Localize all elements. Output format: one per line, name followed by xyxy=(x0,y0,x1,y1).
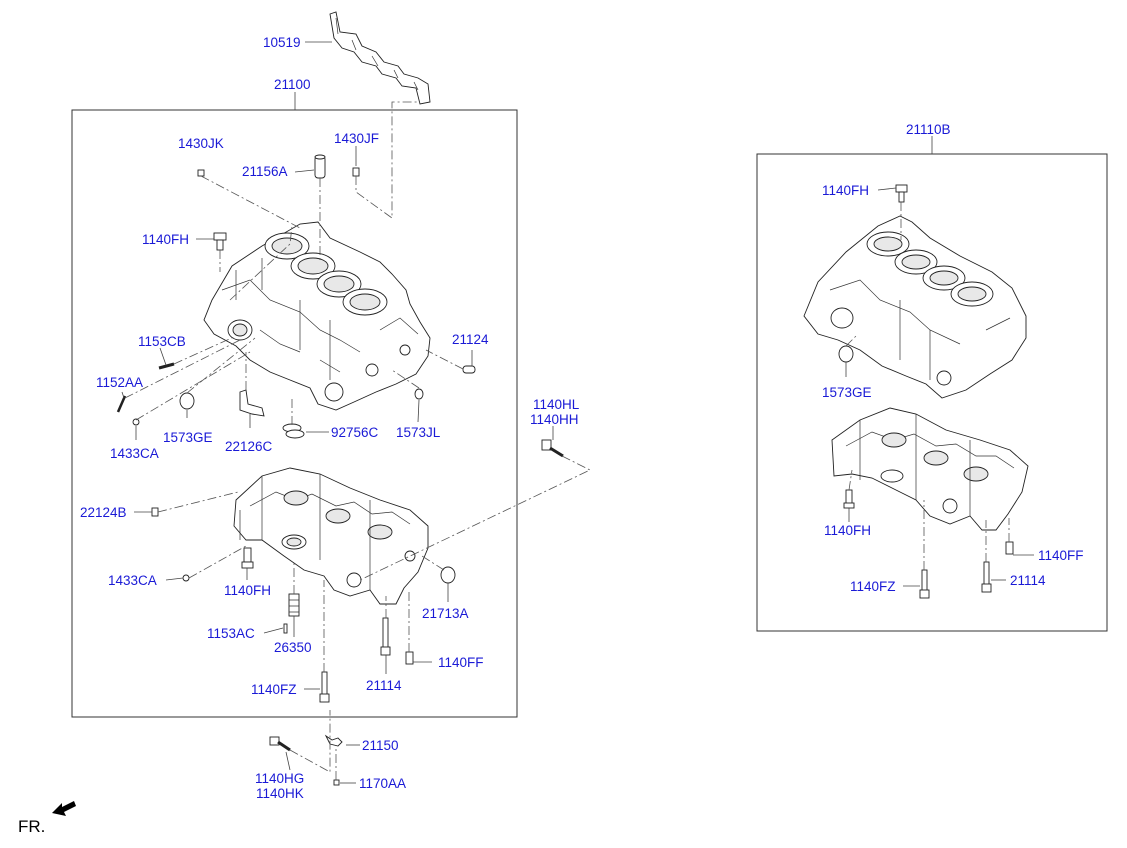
label-1140fh-sub-upper[interactable]: 1140FH xyxy=(822,183,869,198)
upper-cylinder-block-part xyxy=(203,221,431,411)
label-21100[interactable]: 21100 xyxy=(274,77,311,92)
leader-lines xyxy=(121,146,1034,784)
plug-1430jf-part xyxy=(352,167,360,177)
sub-upper-block-part xyxy=(803,215,1027,399)
sub-bolt-21114-part xyxy=(981,561,992,593)
ball-1433ca-lower-part xyxy=(182,574,190,582)
label-21110b[interactable]: 21110B xyxy=(906,122,951,137)
label-22126c[interactable]: 22126C xyxy=(225,439,273,454)
label-1170aa[interactable]: 1170AA xyxy=(359,776,406,791)
tube-22126c-part xyxy=(239,389,265,417)
bolt-1140hl-part xyxy=(541,439,564,458)
label-1140hl[interactable]: 1140HL xyxy=(533,397,580,412)
part-labels: 10519 21100 1430JK 1430JF 21156A 1140FH … xyxy=(18,35,1084,836)
label-26350[interactable]: 26350 xyxy=(274,640,312,655)
label-21114-main[interactable]: 21114 xyxy=(366,678,402,693)
label-1140ff-sub[interactable]: 1140FF xyxy=(1038,548,1084,563)
label-1140fh-sub-lower[interactable]: 1140FH xyxy=(824,523,871,538)
label-1573ge-sub[interactable]: 1573GE xyxy=(822,385,872,400)
label-21114-sub[interactable]: 21114 xyxy=(1010,573,1046,588)
ball-1433ca-upper-part xyxy=(132,418,140,426)
label-1140ff-main[interactable]: 1140FF xyxy=(438,655,484,670)
plug-1430jk-part xyxy=(197,169,205,177)
dowel-21124-part xyxy=(462,365,476,374)
label-1140fz-sub[interactable]: 1140FZ xyxy=(850,579,896,594)
label-1430jf[interactable]: 1430JF xyxy=(334,131,379,146)
sub-lower-bedplate-part xyxy=(831,407,1029,531)
pin-1153cb-part xyxy=(158,362,175,370)
front-direction-arrow-icon xyxy=(52,801,76,816)
lower-bedplate-part xyxy=(233,467,429,605)
label-1433ca-upper[interactable]: 1433CA xyxy=(110,446,159,461)
label-21150[interactable]: 21150 xyxy=(362,738,399,753)
bolt-1140fz-main-part xyxy=(319,671,330,703)
sub-bolt-1140ff-part xyxy=(1005,541,1014,555)
label-1573ge-main[interactable]: 1573GE xyxy=(163,430,213,445)
sub-plug-1573ge-part xyxy=(838,345,854,363)
label-22124b[interactable]: 22124B xyxy=(80,505,127,520)
sub-bolt-1140fz-part xyxy=(919,569,930,599)
front-direction-label: FR. xyxy=(18,817,45,836)
bolt-1140hg-part xyxy=(269,736,291,752)
label-1140hg[interactable]: 1140HG xyxy=(255,771,304,786)
bolt-1140fh-lower-part xyxy=(241,547,254,569)
label-21156a[interactable]: 21156A xyxy=(242,164,288,179)
sub-bolt-1140fh-upper-part xyxy=(895,184,908,203)
label-1152aa[interactable]: 1152AA xyxy=(96,375,143,390)
label-1153cb[interactable]: 1153CB xyxy=(138,334,186,349)
main-assembly-frame xyxy=(71,109,518,718)
label-1140hh[interactable]: 1140HH xyxy=(530,412,579,427)
pin-1152aa-part xyxy=(116,395,127,413)
bracket-21150-part xyxy=(324,734,343,747)
label-21124[interactable]: 21124 xyxy=(452,332,489,347)
label-1573jl[interactable]: 1573JL xyxy=(396,425,441,440)
sensor-26350-part xyxy=(288,593,300,617)
label-21713a[interactable]: 21713A xyxy=(422,606,469,621)
label-1140fh-lower[interactable]: 1140FH xyxy=(224,583,271,598)
label-1140fh-upper[interactable]: 1140FH xyxy=(142,232,189,247)
plug-1573ge-main-part xyxy=(179,392,195,410)
pin-1153ac-part xyxy=(283,623,288,634)
bolt-1140ff-main-part xyxy=(405,651,414,665)
sub-bolt-1140fh-lower-part xyxy=(843,489,855,509)
oring-92756c-part xyxy=(282,423,305,439)
label-1140fz-main[interactable]: 1140FZ xyxy=(251,682,297,697)
bolt-21114-main-part xyxy=(380,617,391,656)
bolt-1140fh-upper-part xyxy=(213,232,227,251)
assembly-centerlines xyxy=(124,101,1010,780)
label-1153ac[interactable]: 1153AC xyxy=(207,626,255,641)
label-92756c[interactable]: 92756C xyxy=(331,425,379,440)
gasket-10519-part xyxy=(329,11,431,105)
dowel-22124b-part xyxy=(151,507,159,517)
plug-1170aa-part xyxy=(333,779,340,786)
label-1433ca-lower[interactable]: 1433CA xyxy=(108,573,157,588)
label-10519[interactable]: 10519 xyxy=(263,35,301,50)
label-1430jk[interactable]: 1430JK xyxy=(178,136,224,151)
plug-1573jl-part xyxy=(414,388,424,400)
label-1140hk[interactable]: 1140HK xyxy=(256,786,304,801)
pin-21156a-part xyxy=(314,154,326,179)
